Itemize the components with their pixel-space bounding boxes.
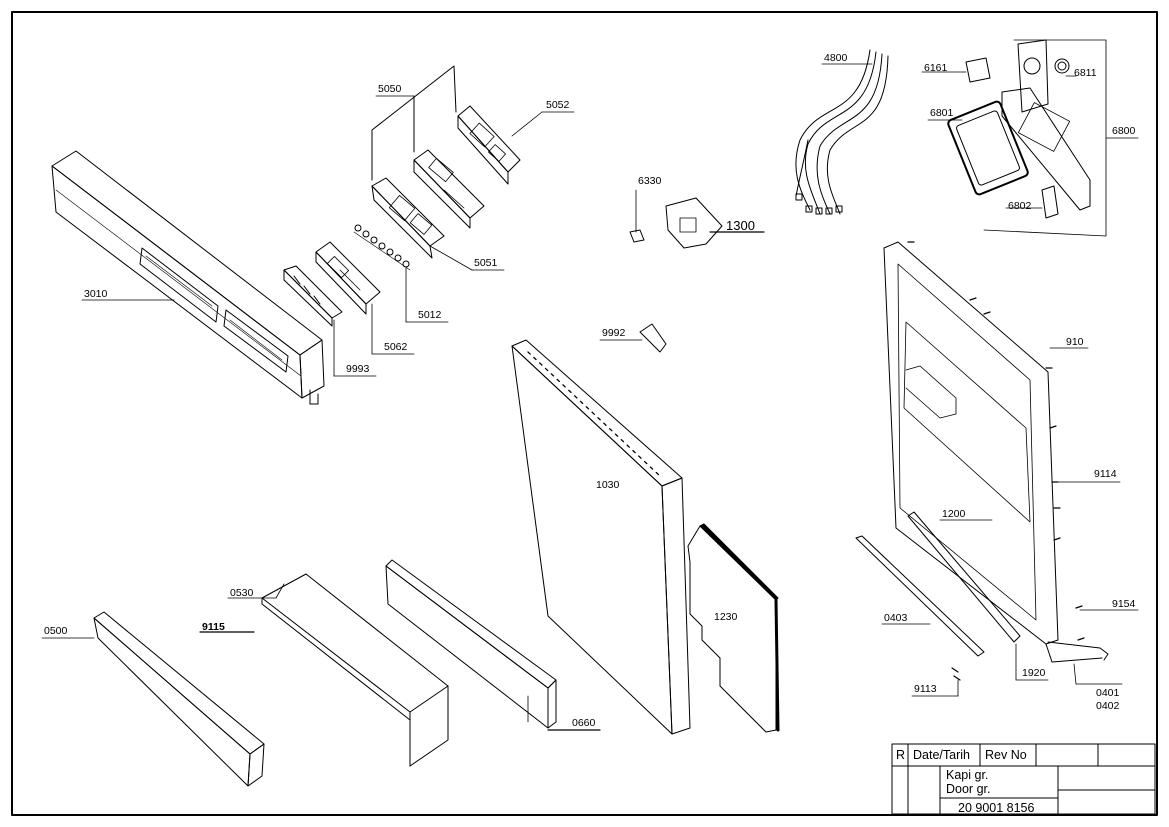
board-5050	[413, 149, 485, 229]
door-lock-1300	[629, 197, 723, 249]
label-1200: 1200	[942, 508, 966, 520]
label-1230: 1230	[714, 611, 738, 623]
display-board-5062	[315, 241, 381, 315]
bracket-0530	[261, 573, 449, 767]
leader-lines	[41, 63, 1139, 731]
cable-harness-4800	[795, 49, 889, 215]
kick-panel-0500	[93, 611, 265, 787]
control-panel-3010	[51, 150, 325, 405]
label-4800: 4800	[824, 52, 848, 64]
label-9114: 9114	[1094, 468, 1117, 480]
label-9993: 9993	[346, 363, 370, 375]
title-col-date: Date/Tarih	[913, 748, 970, 762]
label-5051: 5051	[474, 257, 498, 269]
label-0401: 0401	[1096, 687, 1120, 699]
label-6330: 6330	[638, 175, 662, 187]
buttons-5012	[353, 224, 411, 271]
label-6800: 6800	[1112, 125, 1136, 137]
profile-0660	[385, 559, 557, 729]
insulation-1230	[687, 523, 780, 733]
label-0500: 0500	[44, 625, 68, 637]
screws-right	[907, 241, 1085, 681]
label-1920: 1920	[1022, 667, 1046, 679]
title-block	[891, 743, 1156, 815]
label-6811: 6811	[1074, 67, 1097, 79]
label-6161: 6161	[924, 62, 948, 74]
label-6801: 6801	[930, 107, 954, 119]
title-group-tr: Kapi gr.	[946, 768, 989, 782]
sheet-border	[11, 11, 1158, 816]
label-5012: 5012	[418, 309, 442, 321]
title-col-r: R	[896, 748, 906, 762]
label-3010: 3010	[84, 288, 108, 300]
key-strip-9993	[283, 265, 343, 327]
module-5051	[371, 177, 445, 259]
label-5052: 5052	[546, 99, 570, 111]
dispenser-6800	[947, 39, 1091, 219]
inner-door-1030	[511, 339, 691, 735]
label-9154: 9154	[1112, 598, 1136, 610]
label-5062: 5062	[384, 341, 408, 353]
label-0660: 0660	[572, 717, 596, 729]
label-0403: 0403	[884, 612, 908, 624]
label-910: 910	[1066, 336, 1084, 348]
seal-1920	[907, 511, 1021, 643]
label-0402: 0402	[1096, 700, 1120, 712]
label-9992: 9992	[602, 327, 626, 339]
label-0530: 0530	[230, 587, 254, 599]
holder-5052	[457, 105, 521, 185]
label-6802: 6802	[1008, 200, 1032, 212]
title-col-rev: Rev No	[985, 748, 1027, 762]
strip-0403	[855, 535, 985, 657]
label-5050: 5050	[378, 83, 402, 95]
title-group-en: Door gr.	[946, 782, 991, 796]
part-9992	[639, 323, 667, 353]
label-1030: 1030	[596, 479, 620, 491]
outer-door-1200	[883, 241, 1109, 663]
title-drawing-no: 20 9001 8156	[958, 801, 1035, 815]
label-9113: 9113	[914, 683, 937, 695]
label-9115: 9115	[202, 621, 225, 633]
label-1300: 1300	[726, 218, 755, 233]
